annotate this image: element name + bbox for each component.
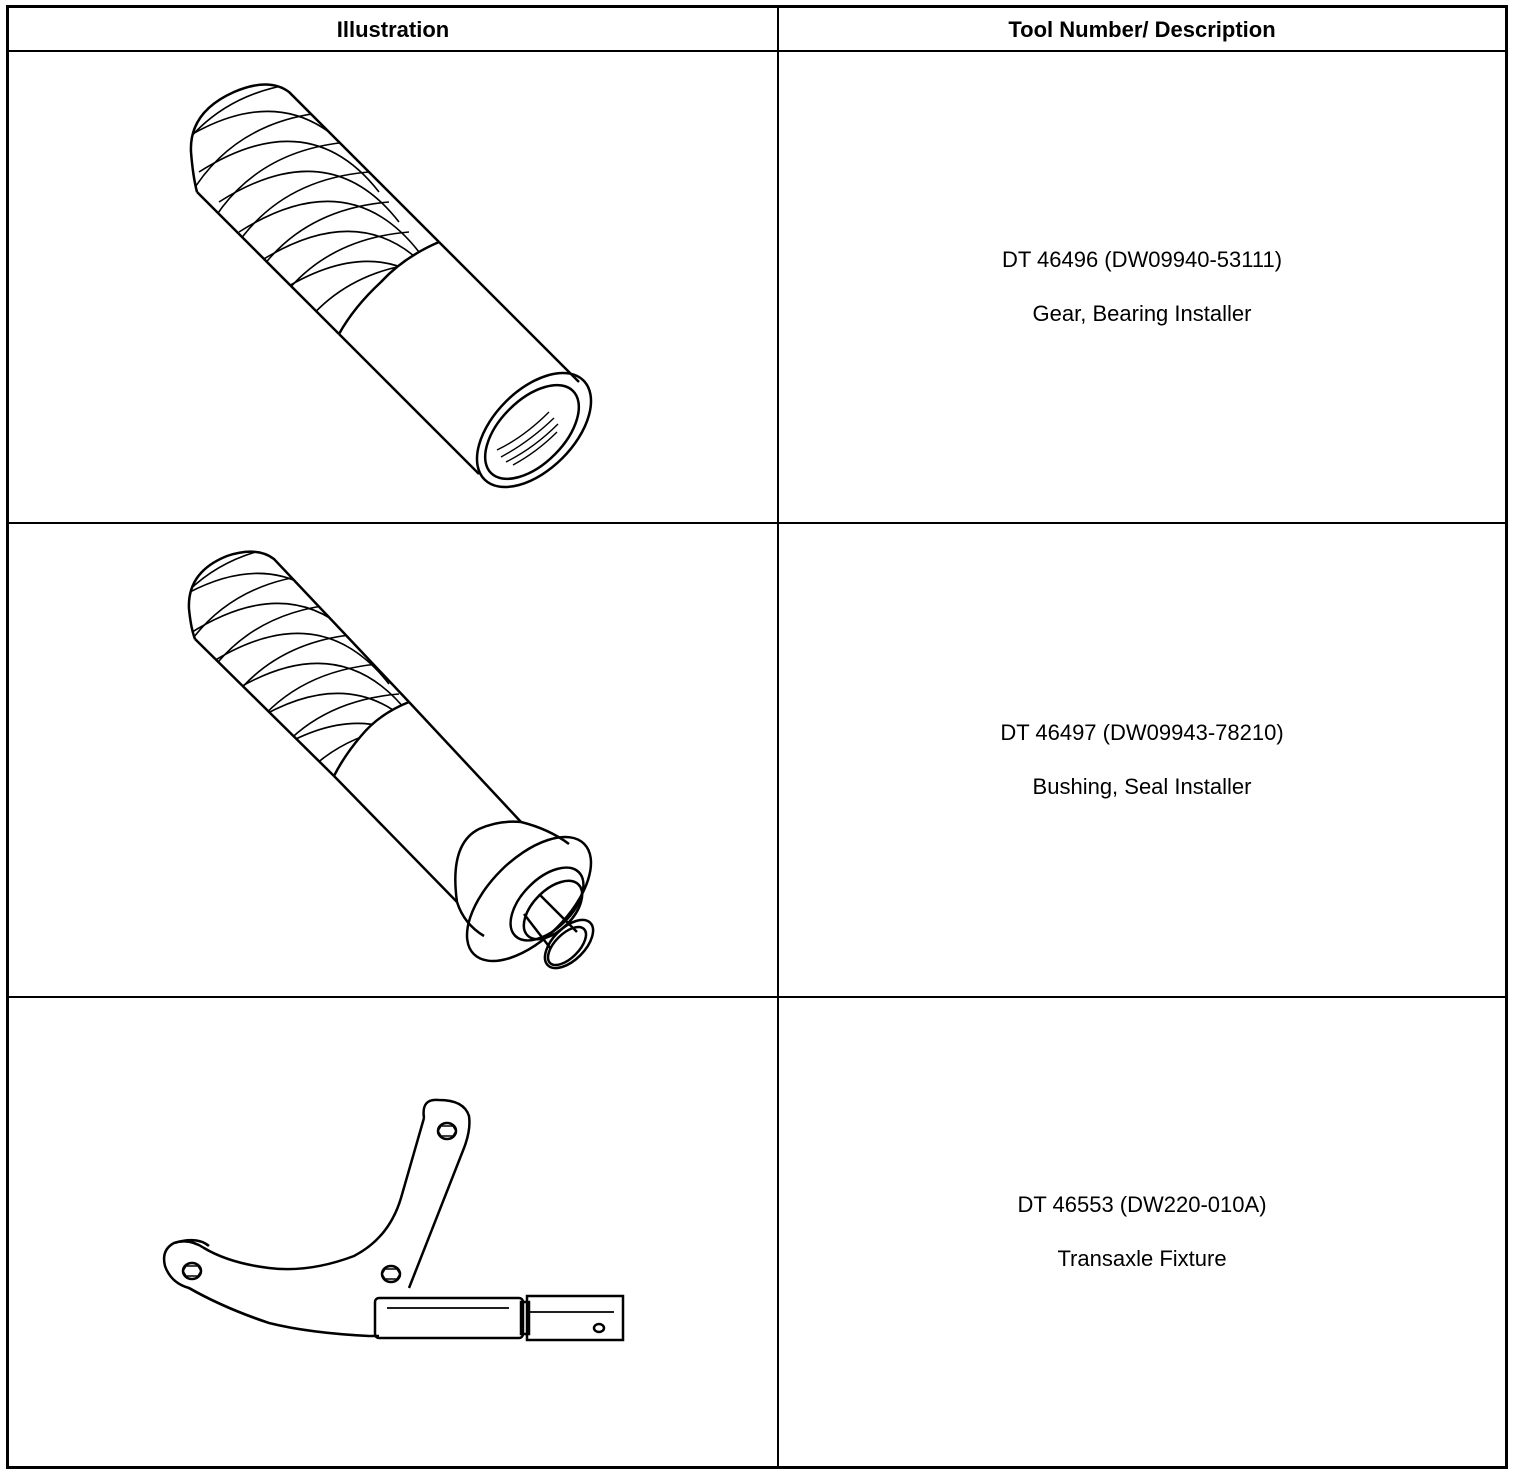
column-divider (777, 8, 779, 1466)
tool-number: DT 46497 (DW09943-78210) (1000, 720, 1284, 745)
tool-number: DT 46553 (DW220-010A) (1017, 1192, 1267, 1217)
table-row: DT 46553 (DW220-010A) Transaxle Fixture (9, 998, 1505, 1466)
transaxle-fixture-tool-icon (162, 1098, 625, 1342)
tool-description: Transaxle Fixture (1057, 1246, 1227, 1271)
tool-number: DT 46496 (DW09940-53111) (1001, 247, 1283, 272)
illustration-cell (9, 52, 777, 522)
illustration-cell (9, 524, 777, 996)
special-tools-table: Illustration Tool Number/ Description (6, 5, 1508, 1469)
tool-description: Bushing, Seal Installer (1032, 774, 1252, 799)
table-row: DT 46497 (DW09943-78210) Bushing, Seal I… (9, 524, 1505, 996)
bearing-installer-tool-icon (189, 83, 593, 489)
tool-description: Gear, Bearing Installer (1032, 301, 1252, 326)
row-divider-2 (9, 996, 1505, 998)
header-divider (9, 50, 1505, 52)
table-row: DT 46496 (DW09940-53111) Gear, Bearing I… (9, 52, 1505, 522)
description-cell: DT 46497 (DW09943-78210) Bushing, Seal I… (779, 524, 1505, 996)
description-cell: DT 46496 (DW09940-53111) Gear, Bearing I… (779, 52, 1505, 522)
description-cell: DT 46553 (DW220-010A) Transaxle Fixture (779, 998, 1505, 1466)
illustration-cell (9, 998, 777, 1466)
header-tool-number-description: Tool Number/ Description (1008, 17, 1276, 42)
seal-installer-tool-icon (187, 550, 595, 970)
row-divider-1 (9, 522, 1505, 524)
header-illustration: Illustration (336, 17, 450, 42)
